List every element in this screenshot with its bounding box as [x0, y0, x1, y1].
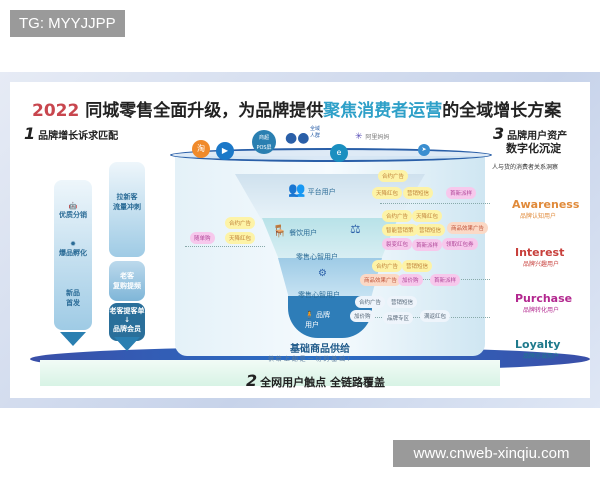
tag: 随单购 [190, 232, 215, 244]
tag: 首新派样 [446, 187, 477, 199]
tag: 天降红包 [225, 232, 256, 244]
arrow-down-icon [114, 337, 140, 351]
scales-icon: ⚖ [350, 222, 361, 236]
diner-icon: 🪑 [272, 224, 287, 238]
tag: 满返红包 [420, 310, 451, 322]
layer-label-retail: 零售心智用户 [296, 253, 338, 261]
column-2-bottom: 老客提客单 ↓ 品牌会员 [109, 303, 145, 341]
tag: 首新派样 [412, 239, 443, 251]
layer-label-platform: 👥 平台用户 [288, 182, 336, 198]
robot-icon: 🤖 [68, 202, 78, 210]
arrow-down-icon [60, 332, 86, 346]
base-supply-subtitle: 供 给 上 翻 是 一 切 的 基 础 ! [268, 356, 350, 363]
base-supply-label: 基础商品供给 [290, 344, 350, 355]
funnel-layer-dining [262, 218, 398, 258]
tag: 首新派样 [430, 274, 461, 286]
pos-screen-icon: 商超 POS屏 [252, 130, 276, 154]
tag: 合约广告 [372, 260, 403, 272]
tag: 合约广告 [225, 217, 256, 229]
tag: 领取红包券 [442, 238, 478, 250]
tag: 合约广告 [378, 170, 409, 182]
taobao-icon: 淘 [192, 140, 210, 158]
layer-label-brand: 🧍 品牌 用户 [305, 311, 330, 329]
tag: 商品效果广告 [447, 222, 489, 234]
crowd-icon: ●● [285, 130, 310, 146]
tag: 裂变红包 [382, 238, 413, 250]
tag: 营销短信 [387, 296, 418, 308]
page-title: 2022 同城零售全面升级，为品牌提供聚焦消费者运营的全域增长方案 [32, 101, 562, 121]
team-icon: ⚙ [318, 268, 327, 279]
gear-icon: ✹ [70, 240, 76, 248]
tag: 品牌专区 [383, 312, 414, 324]
column-1: 🤖优质分销 ✹爆品孵化 新品 首发 [54, 180, 92, 330]
layer-label-dining: 🪑 餐饮用户 [272, 224, 318, 238]
tag: 加价购 [350, 310, 375, 322]
crowd-label: 全域 人群 [310, 126, 321, 139]
section3-heading-2: 数字化沉淀 [506, 142, 561, 155]
tag: 天降红包 [372, 187, 403, 199]
watermark-top: TG: MYYJJPP [10, 10, 125, 37]
base-floor [40, 360, 500, 386]
section3-subtitle: 人与货的消费者关系洞察 [492, 164, 559, 171]
tag: 合约广告 [355, 296, 386, 308]
tag: 营销短信 [403, 187, 434, 199]
column-2-top: 拉新客 流量冲刺 [109, 162, 145, 257]
users-icon: 👥 [288, 182, 306, 198]
tag: 加价购 [398, 274, 423, 286]
eleme-icon: e [330, 144, 348, 162]
tag: 天降红包 [412, 210, 443, 222]
tag: 营销短信 [415, 224, 446, 236]
connector-line [185, 246, 265, 247]
watermark-bottom: www.cnweb-xinqiu.com [393, 440, 590, 467]
play-icon: ▶ [216, 142, 234, 160]
person-icon: 🧍 [305, 311, 314, 319]
tag: 合约广告 [382, 210, 413, 222]
alimama-logo: ✳ 阿里妈妈 [355, 132, 390, 142]
layer-label-mind: 零售心智用户 [298, 291, 340, 299]
tag: 智能营销策 [382, 224, 418, 236]
send-icon: ➤ [418, 144, 430, 156]
tag: 营销短信 [402, 260, 433, 272]
tag: 商品效果广告 [360, 274, 402, 286]
connector-line [380, 203, 490, 204]
column-2-mid: 老客 复购提频 [109, 261, 145, 301]
